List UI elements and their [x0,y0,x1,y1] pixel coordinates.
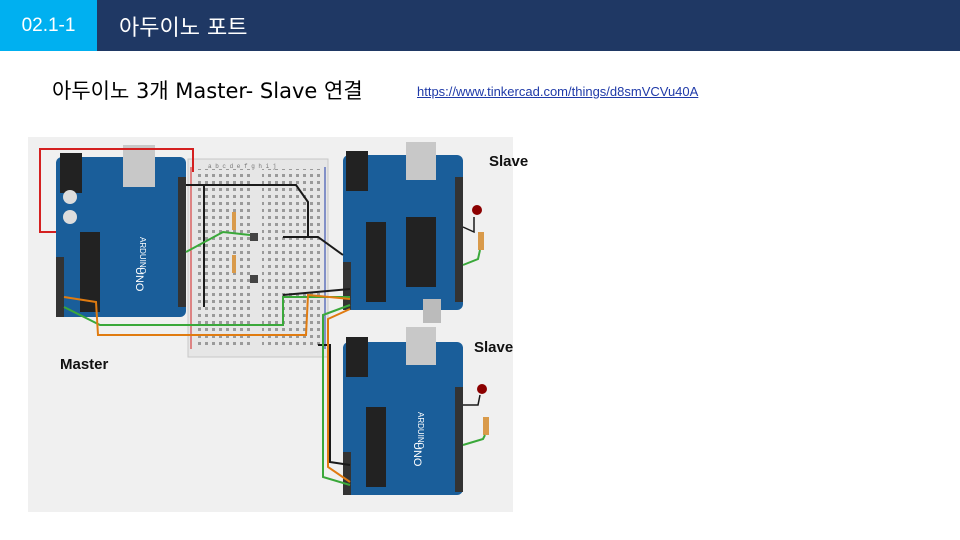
slave-bottom-arduino-board: ARDUINO UNO [343,327,489,495]
wires [39,148,486,486]
slave-top-arduino-board [343,142,484,323]
circuit-svg: ARDUINO UNO a b c d e f g h i j [39,142,489,495]
slave-top-label: Slave [489,153,529,170]
section-number-badge: 02.1-1 [0,0,97,51]
master-board-model: UNO [133,267,145,292]
master-board-brand: ARDUINO [138,237,147,274]
master-label: Master [60,356,109,373]
circuit-diagram: ARDUINO UNO a b c d e f g h i j [28,137,528,512]
breadboard-column-label: a b c d e f g h i j [208,163,276,170]
master-arduino-board: ARDUINO UNO [56,145,186,317]
slave-bottom-board-brand: ARDUINO [416,412,425,449]
slide-title: 아두이노 포트 [119,15,248,41]
slide-subtitle: 아두이노 3개 Master- Slave 연결 [52,79,363,103]
slave-bottom-label: Slave [474,339,514,356]
header-bar [0,0,960,51]
slave-bottom-board-model: UNO [411,442,423,467]
tinkercad-link[interactable]: https://www.tinkercad.com/things/d8smVCV… [417,84,699,99]
